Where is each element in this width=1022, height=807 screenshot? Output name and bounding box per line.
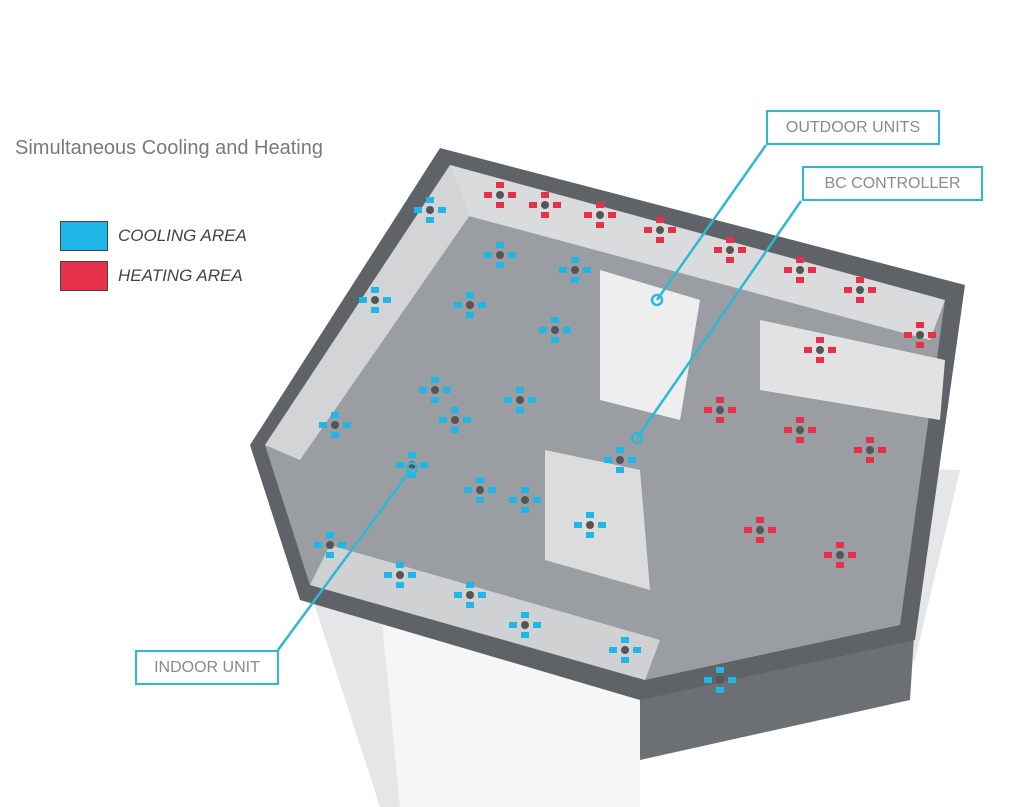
callout-indoor-unit: INDOOR UNIT <box>135 650 279 685</box>
core-rooms <box>545 450 650 590</box>
diagram-title: Simultaneous Cooling and Heating <box>15 137 323 159</box>
cooling-indoor-unit-marker <box>454 292 486 318</box>
heating-indoor-unit-marker <box>704 397 736 423</box>
heating-indoor-unit-marker <box>584 202 616 228</box>
outdoor-units-leader-line <box>655 144 768 301</box>
indoor-unit-target <box>405 461 419 475</box>
heating-indoor-unit-marker <box>804 337 836 363</box>
cooling-indoor-unit-marker <box>439 407 471 433</box>
heating-indoor-unit-marker <box>784 417 816 443</box>
cooling-indoor-unit-marker <box>484 242 516 268</box>
cooling-indoor-unit-marker <box>414 197 446 223</box>
cooling-indoor-unit-marker <box>704 667 736 693</box>
indoor-unit-leader-line <box>276 467 414 651</box>
cooling-indoor-unit-marker <box>559 257 591 283</box>
callout-bc-controller: BC CONTROLLER <box>802 166 983 201</box>
offices-left <box>265 165 470 460</box>
offices-bottom <box>310 545 660 680</box>
legend-label-heating: HEATING AREA <box>118 266 243 285</box>
legend-label-cooling: COOLING AREA <box>118 226 247 245</box>
cooling-indoor-unit-marker <box>609 637 641 663</box>
cooling-swatch <box>60 221 108 251</box>
cooling-indoor-unit-marker <box>319 412 351 438</box>
legend-item-heating: HEATING AREA <box>60 261 243 291</box>
heating-indoor-unit-marker <box>784 257 816 283</box>
cooling-indoor-unit-marker <box>509 487 541 513</box>
right-wall <box>760 320 945 420</box>
building-lower-facade <box>380 600 640 807</box>
cooling-indoor-unit-marker <box>384 562 416 588</box>
legend-item-cooling: COOLING AREA <box>60 221 247 251</box>
heating-indoor-unit-marker <box>644 217 676 243</box>
bc-controller-leader-line <box>635 200 803 439</box>
outdoor-units-target <box>650 293 664 307</box>
heating-indoor-unit-marker <box>714 237 746 263</box>
heating-indoor-unit-marker <box>904 322 936 348</box>
bc-controller-target <box>630 431 644 445</box>
heating-indoor-unit-marker <box>484 182 516 208</box>
heating-indoor-unit-marker <box>854 437 886 463</box>
cooling-indoor-unit-marker <box>604 447 636 473</box>
cooling-indoor-unit-marker <box>574 512 606 538</box>
cooling-indoor-unit-marker <box>539 317 571 343</box>
heating-indoor-unit-marker <box>744 517 776 543</box>
cooling-indoor-unit-marker <box>419 377 451 403</box>
heating-indoor-unit-marker <box>824 542 856 568</box>
cooling-indoor-unit-marker <box>464 477 496 503</box>
offices-top <box>450 165 945 340</box>
cooling-indoor-unit-marker <box>504 387 536 413</box>
cooling-indoor-unit-marker <box>314 532 346 558</box>
cooling-indoor-unit-marker <box>359 287 391 313</box>
heating-swatch <box>60 261 108 291</box>
cooling-indoor-unit-marker <box>509 612 541 638</box>
heating-indoor-unit-marker <box>844 277 876 303</box>
callout-outdoor-units: OUTDOOR UNITS <box>766 110 940 145</box>
cooling-indoor-unit-marker <box>454 582 486 608</box>
heating-indoor-unit-marker <box>529 192 561 218</box>
